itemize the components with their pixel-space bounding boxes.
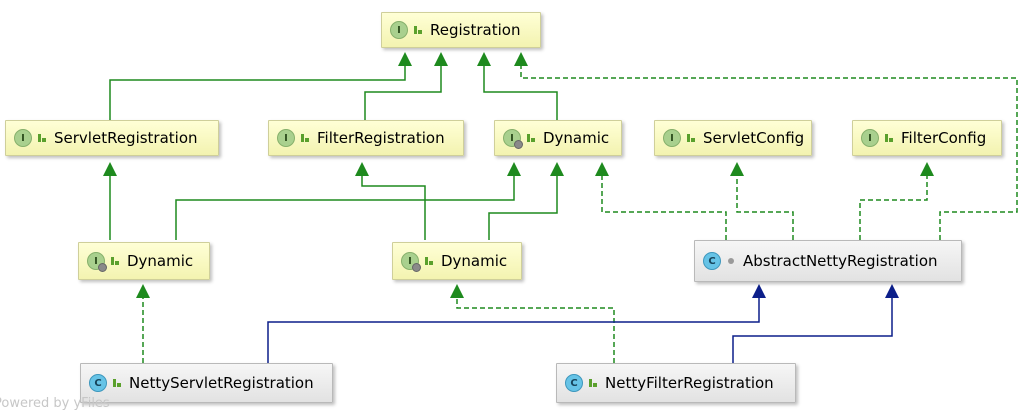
edge-nettyservlet-extends-abstract [267, 292, 760, 363]
node-label: AbstractNettyRegistration [743, 252, 938, 270]
node-netty-filter-registration[interactable]: C NettyFilterRegistration [556, 363, 796, 403]
arrowhead [477, 52, 491, 66]
node-label: Dynamic [543, 129, 610, 147]
node-label: Dynamic [127, 252, 194, 270]
edge-abstract-implements-filterconfig [859, 170, 928, 240]
node-filter-dynamic[interactable]: I Dynamic [392, 242, 522, 280]
node-label: FilterRegistration [317, 129, 445, 147]
arrowhead [103, 162, 117, 176]
edge-servletregistration-to-registration [109, 60, 406, 120]
arrowhead [450, 284, 464, 298]
arrowhead [885, 284, 899, 298]
node-label: Registration [430, 21, 521, 39]
arrowhead [136, 284, 150, 298]
public-visibility-icon [526, 133, 536, 143]
arrowhead [507, 162, 521, 176]
edge-filterregistration-to-registration [364, 60, 442, 120]
public-visibility-icon [424, 256, 434, 266]
arrowhead [514, 52, 528, 66]
arrowhead [595, 162, 609, 176]
package-visibility-icon [726, 256, 736, 266]
edge-servletdynamic-to-dynamic [175, 170, 515, 240]
nested-interface-icon: I [503, 129, 523, 149]
powered-by-footer: Powered by yFiles [0, 396, 110, 411]
arrowhead [920, 162, 934, 176]
interface-icon: I [390, 21, 408, 39]
abstract-class-icon: C [703, 252, 721, 270]
node-abstract-netty-registration[interactable]: C AbstractNettyRegistration [694, 240, 962, 282]
node-label: NettyServletRegistration [129, 374, 314, 392]
public-visibility-icon [300, 133, 310, 143]
node-label: FilterConfig [901, 129, 987, 147]
node-filter-config[interactable]: I FilterConfig [852, 120, 1002, 156]
edge-filterdynamic-to-filterregistration [361, 170, 426, 240]
node-netty-servlet-registration[interactable]: C NettyServletRegistration [80, 363, 333, 403]
arrowhead [730, 162, 744, 176]
edge-dynamic-to-registration [483, 60, 558, 120]
node-label: ServletConfig [703, 129, 805, 147]
public-visibility-icon [588, 378, 598, 388]
public-visibility-icon [686, 133, 696, 143]
interface-icon: I [277, 129, 295, 147]
edge-filterdynamic-to-dynamic [488, 170, 558, 240]
interface-icon: I [663, 129, 681, 147]
nested-interface-icon: I [87, 252, 107, 272]
edge-abstract-implements-dynamic [601, 170, 727, 240]
interface-icon: I [861, 129, 879, 147]
public-visibility-icon [110, 256, 120, 266]
public-visibility-icon [37, 133, 47, 143]
public-visibility-icon [112, 378, 122, 388]
arrowhead [434, 52, 448, 66]
edge-abstract-to-registration [520, 60, 1018, 240]
class-icon: C [89, 374, 107, 392]
nested-interface-icon: I [401, 252, 421, 272]
node-servlet-registration[interactable]: I ServletRegistration [5, 120, 219, 156]
edge-nettyfilter-implements-dynamic [456, 292, 615, 363]
arrowhead [550, 162, 564, 176]
edge-abstract-implements-servletconfig [736, 170, 794, 240]
edge-nettyfilter-extends-abstract [732, 292, 893, 363]
arrowhead [355, 162, 369, 176]
interface-icon: I [14, 129, 32, 147]
arrowhead [398, 52, 412, 66]
arrowhead [752, 284, 766, 298]
node-registration-dynamic[interactable]: I Dynamic [494, 120, 622, 156]
node-servlet-config[interactable]: I ServletConfig [654, 120, 812, 156]
node-label: NettyFilterRegistration [605, 374, 774, 392]
node-registration[interactable]: I Registration [381, 12, 541, 48]
public-visibility-icon [884, 133, 894, 143]
node-label: Dynamic [441, 252, 508, 270]
node-servlet-dynamic[interactable]: I Dynamic [78, 242, 210, 280]
class-icon: C [565, 374, 583, 392]
public-visibility-icon [413, 25, 423, 35]
node-label: ServletRegistration [54, 129, 198, 147]
node-filter-registration[interactable]: I FilterRegistration [268, 120, 464, 156]
